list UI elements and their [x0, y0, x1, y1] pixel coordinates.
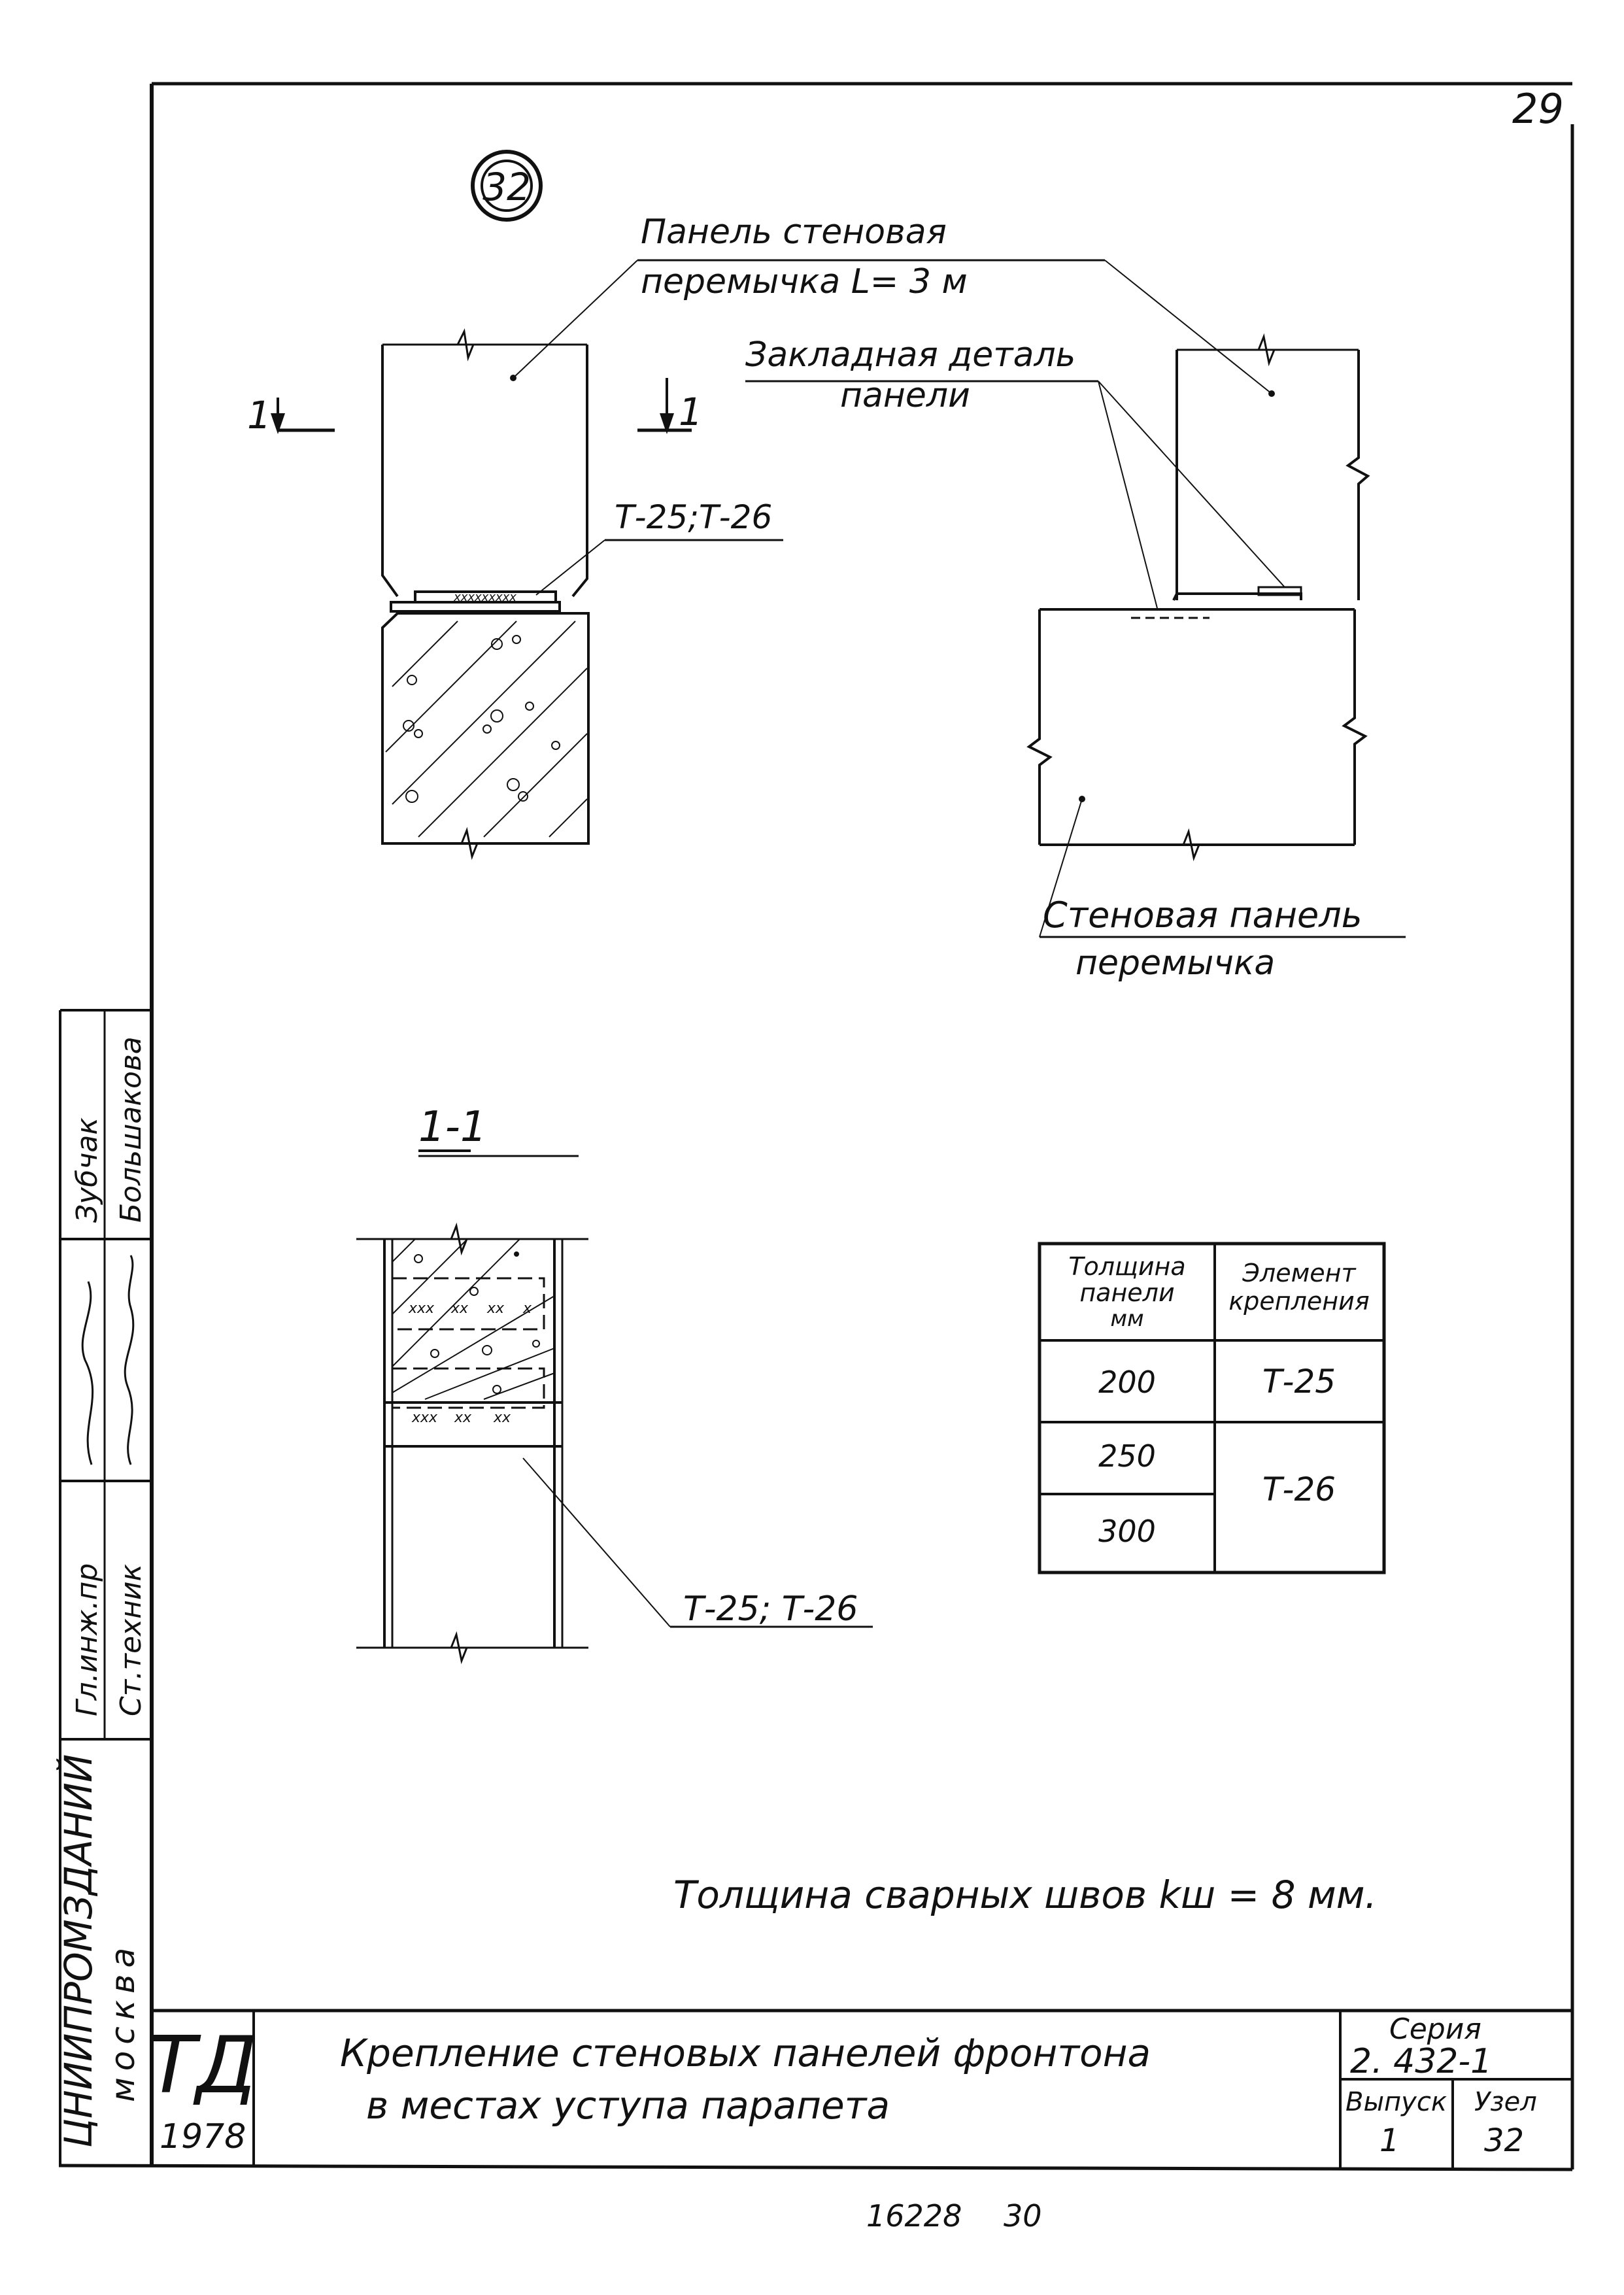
wall-panel-label: Стеновая панель перемычка: [1039, 798, 1406, 983]
cut-label-right: 1: [679, 390, 703, 434]
section-title-group: 1-1: [418, 1103, 579, 1157]
wall-panel-label-line1: Стеновая панель: [1043, 894, 1362, 936]
institute-city: москва: [104, 1941, 142, 2102]
node-label: Узел: [1474, 2087, 1537, 2117]
panel-label-line1: Панель стеновая: [641, 212, 947, 252]
svg-text:xxxxxxxxx: xxxxxxxxx: [453, 590, 516, 604]
weld-note: Толщина сварных швов kш = 8 мм.: [673, 1873, 1377, 1917]
logo: ТД: [148, 2020, 257, 2111]
sheet-frame: [58, 82, 1574, 2171]
table-thickness-200: 200: [1098, 1365, 1156, 1400]
thickness-table: Толщина панели мм Элемент крепления 200 …: [1038, 1242, 1386, 1574]
callout-section: Т-25; Т-26: [522, 1457, 873, 1629]
stamp-name-1: Зубчак: [71, 1117, 104, 1223]
embedded-label-line1: Закладная деталь: [745, 335, 1075, 375]
wall-panel-label-line2: перемычка: [1075, 944, 1275, 983]
stamp-role-1: Гл.инж.пр: [71, 1563, 104, 1716]
callout-section-label: Т-25; Т-26: [683, 1590, 858, 1629]
table-thickness-300: 300: [1098, 1514, 1156, 1549]
page-number: 29: [1512, 85, 1564, 133]
callout-top-label: Т-25;Т-26: [615, 498, 772, 536]
left-elevation: xxxxxxxxx: [381, 328, 590, 860]
panel-label-line2: перемычка L= 3 м: [641, 262, 968, 301]
section-1-1: xxx xx xx x xxx xx xx: [356, 1222, 588, 1665]
detail-marker: 32: [471, 150, 543, 222]
node-value: 32: [1484, 2122, 1524, 2159]
drawing-title-line2: в местах уступа парапета: [366, 2083, 890, 2128]
callout-top: Т-25;Т-26: [535, 498, 783, 596]
table-thickness-250: 250: [1098, 1438, 1156, 1474]
stamp-role-2: Ст.техник: [114, 1564, 148, 1716]
svg-text:xxx: xxx: [408, 1300, 435, 1317]
embedded-label-line2: панели: [840, 376, 970, 415]
title-block: ТД 1978 Крепление стеновых панелей фронт…: [148, 2009, 1572, 2169]
bottom-code: 16228: [866, 2198, 962, 2234]
issue-value: 1: [1379, 2122, 1400, 2159]
stamp-name-2: Большакова: [114, 1036, 148, 1223]
panel-label: Панель стеновая перемычка L= 3 м: [510, 212, 1275, 397]
detail-number: 32: [482, 165, 531, 209]
section-title: 1-1: [418, 1103, 487, 1151]
cut-mark-right: 1: [637, 378, 703, 434]
table-header-right-1: Элемент: [1242, 1259, 1357, 1287]
issue-label: Выпуск: [1345, 2087, 1447, 2117]
table-header-left-3: мм: [1110, 1306, 1143, 1332]
side-stamp: Гл.инж.пр Ст.техник Зубчак Большакова ЦН…: [56, 1009, 152, 2166]
series-label: Серия: [1389, 2013, 1481, 2046]
svg-text:xxx: xxx: [411, 1410, 438, 1426]
table-header-left-1: Толщина: [1068, 1252, 1185, 1281]
svg-text:xx: xx: [486, 1300, 505, 1317]
right-elevation: [1026, 333, 1370, 862]
svg-text:xx: xx: [493, 1410, 511, 1426]
year: 1978: [160, 2117, 246, 2156]
embedded-part-label: Закладная деталь панели: [745, 335, 1285, 609]
table-element-t25: Т-25: [1262, 1363, 1336, 1401]
institute-name: ЦНИИПРОМЗДАНИЙ: [56, 1754, 101, 2148]
series-value: 2. 432-1: [1350, 2042, 1492, 2081]
table-element-t26: Т-26: [1262, 1470, 1336, 1508]
bottom-page: 30: [1004, 2198, 1042, 2234]
signature-1: [81, 1255, 135, 1465]
svg-text:xx: xx: [450, 1300, 469, 1317]
svg-text:x: x: [522, 1300, 532, 1317]
table-header-left-2: панели: [1079, 1278, 1174, 1307]
table-header-right-2: крепления: [1228, 1287, 1369, 1316]
svg-text:xx: xx: [454, 1410, 472, 1426]
cut-label-left: 1: [247, 393, 271, 437]
cut-mark-left: 1: [247, 393, 335, 437]
drawing-title-line1: Крепление стеновых панелей фронтона: [340, 2031, 1151, 2075]
